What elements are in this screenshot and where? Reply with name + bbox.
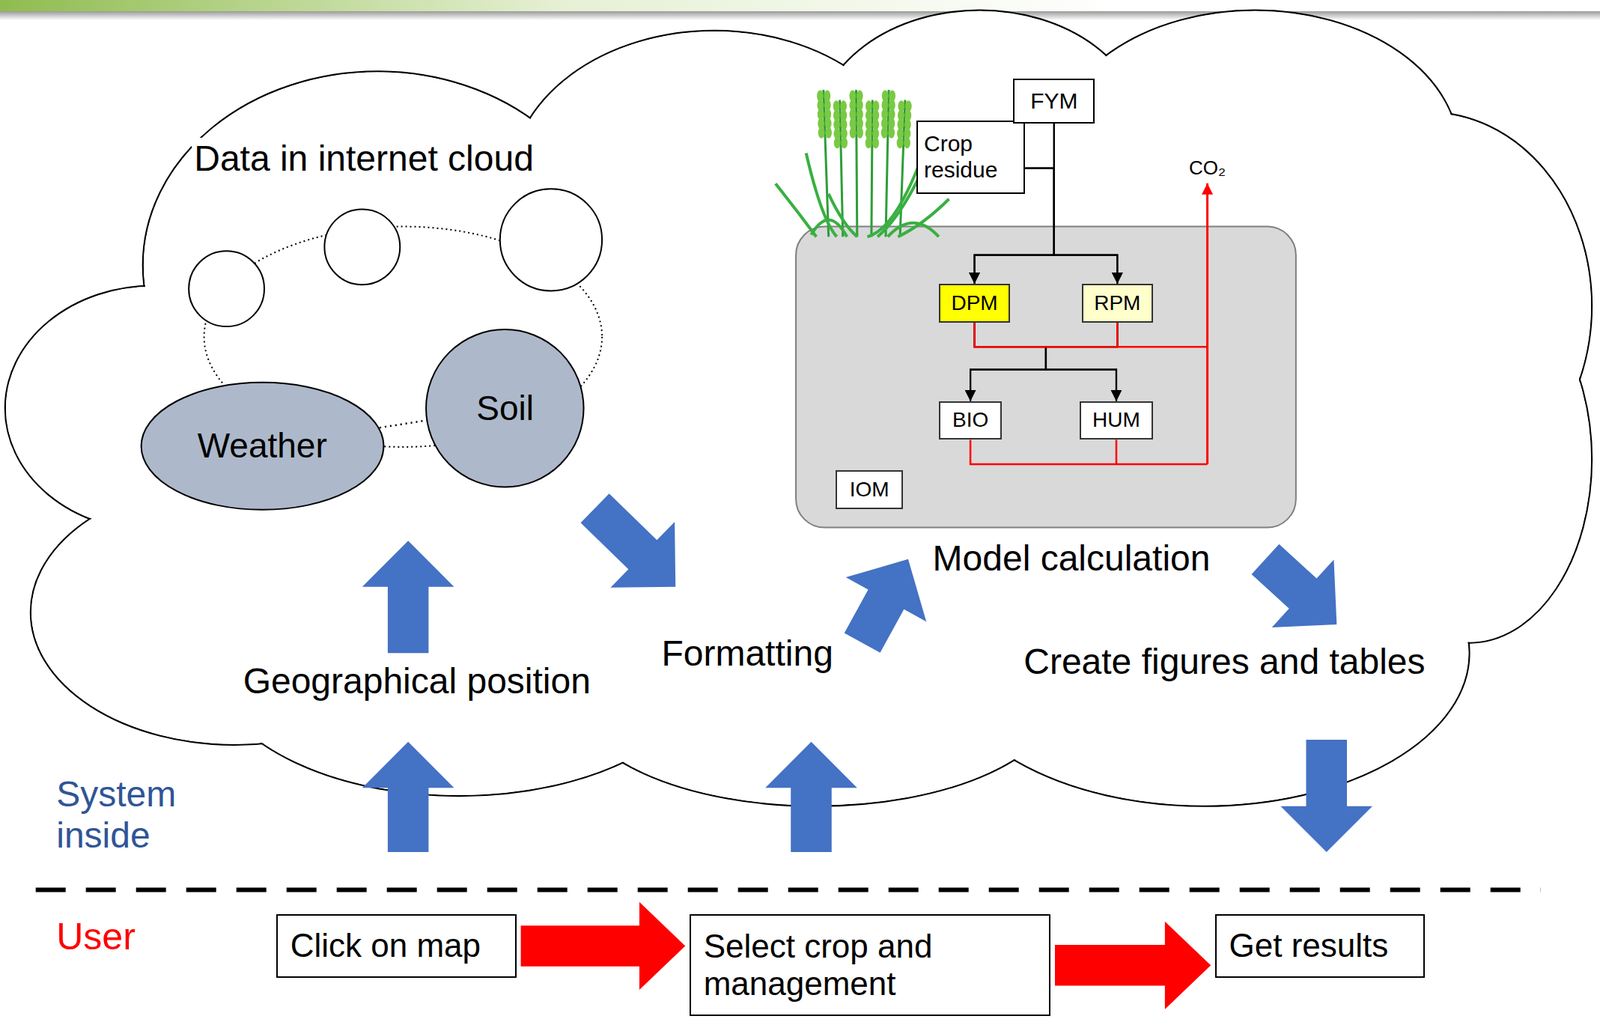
plant-ear [856, 127, 864, 139]
carbon-flow-line [1045, 322, 1118, 402]
process-arrow [362, 741, 455, 853]
node-label: Soil [476, 388, 534, 429]
gas-label-holder: CO₂ [1186, 157, 1228, 180]
soil-circle-shape [426, 329, 584, 487]
dotted-link [379, 420, 427, 428]
plant-ear [865, 137, 873, 149]
step-label: Formatting [661, 632, 833, 674]
user-step-box: Click on map [276, 914, 516, 978]
step-label: Create figures and tables [1023, 640, 1425, 683]
user-step-box: Get results [1215, 914, 1425, 978]
system-user-divider [35, 887, 1541, 892]
plant-ear [881, 127, 888, 139]
process-arrow [844, 559, 927, 653]
co2-flow-line [1115, 439, 1118, 465]
plant-ear [818, 127, 826, 139]
node-label: HUM [1092, 408, 1141, 433]
pool-box: IOM [835, 470, 903, 510]
section-label-holder: System inside [53, 773, 201, 856]
plant-ear [896, 137, 904, 149]
input-box: FYM [1013, 78, 1095, 124]
model-panel: Model calculationDPMRPMBIOHUMIOM [795, 226, 1297, 528]
carbon-flow-line [970, 322, 1118, 402]
carbon-flow-line [1054, 123, 1118, 284]
process-arrow [1280, 739, 1373, 853]
node-label: RPM [1093, 291, 1141, 316]
pool-box: RPM [1081, 283, 1154, 323]
node-label: FYM [1030, 88, 1078, 115]
soil-circle: Soil [425, 328, 585, 489]
model-panel-shape [795, 226, 1297, 528]
plant-ear [903, 137, 911, 149]
node-label: IOM [849, 477, 890, 502]
top-shadow [0, 11, 1600, 21]
user-step-arrow [1054, 921, 1211, 1010]
data-source-circle [500, 188, 602, 291]
process-arrow [581, 493, 677, 588]
plant-leaf [775, 183, 817, 237]
co2-flow-line [974, 322, 1208, 348]
data-source-circle [324, 208, 400, 285]
plant-leaf [810, 220, 847, 238]
user-step-arrow [521, 902, 686, 990]
plant-leaf [897, 199, 949, 237]
step-label-holder: Formatting [658, 632, 835, 674]
section-label-holder: User [53, 915, 138, 960]
panel-caption: Model calculation [821, 537, 1322, 579]
cloud-fill [205, 123, 1428, 734]
node-label: DPM [950, 291, 998, 316]
weather-ellipse-shape [140, 382, 384, 510]
node-label: Weather [197, 426, 328, 466]
weather-ellipse: Weather [140, 381, 385, 511]
pool-box: HUM [1079, 401, 1154, 441]
step-label-holder: Geographical position [241, 660, 593, 702]
plant-stem [871, 100, 873, 238]
cloud-outline [5, 10, 1592, 807]
cloud-title: Data in internet cloud [193, 137, 534, 179]
plant-ear [849, 127, 857, 139]
co2-emission-arrow [1206, 183, 1209, 465]
input-box: Crop residue [916, 120, 1025, 194]
plant-leaf [887, 223, 939, 237]
section-label: System inside [56, 773, 199, 856]
node-label: Select crop and management [703, 927, 1037, 1004]
top-bar [0, 0, 1600, 12]
section-label: User [56, 915, 136, 960]
process-arrow [765, 741, 858, 853]
pool-box: DPM [938, 283, 1011, 323]
cloud-title-holder: Data in internet cloud [191, 137, 537, 179]
user-step-box: Select crop and management [689, 914, 1051, 1017]
plant-ear [825, 127, 832, 139]
node-label: Crop residue [923, 131, 1018, 183]
carbon-flow-line [1024, 168, 1118, 284]
step-label-holder: Create figures and tables [1021, 640, 1428, 683]
node-label: BIO [952, 408, 989, 433]
gas-label: CO₂ [1188, 157, 1226, 180]
plant-ear [840, 137, 848, 149]
plant-ear [887, 127, 895, 139]
pool-box: BIO [938, 401, 1002, 441]
cloud-lobe [204, 122, 1429, 736]
process-arrow [362, 540, 455, 653]
co2-flow-line [1116, 322, 1119, 348]
plant-ear [834, 137, 841, 149]
co2-flow-line [970, 439, 1207, 465]
process-arrow [1251, 544, 1338, 628]
data-source-circle [188, 250, 265, 327]
plant-ear [872, 137, 879, 149]
node-label: Click on map [290, 926, 481, 966]
node-label: Get results [1229, 926, 1389, 966]
carbon-flow-line [970, 322, 1046, 402]
step-label: Geographical position [243, 660, 591, 702]
